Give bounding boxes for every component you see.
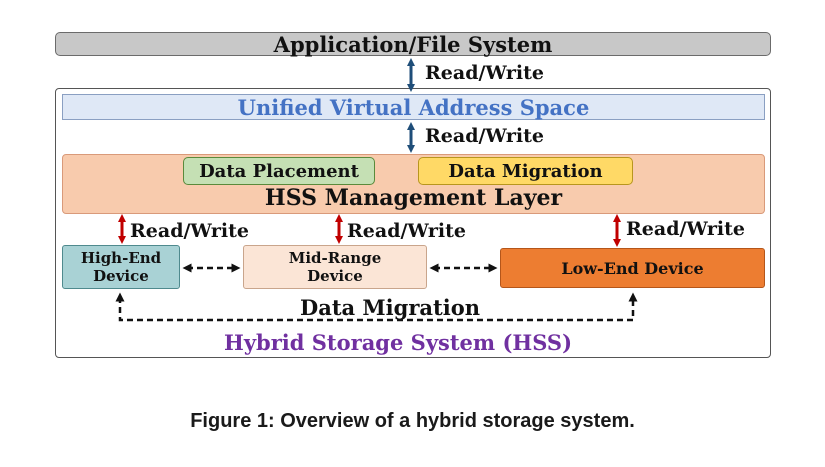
- data-migration-box-label: Data Migration: [448, 160, 603, 182]
- hss-system-label: Hybrid Storage System (HSS): [224, 330, 573, 355]
- read-write-label-mid: Read/Write: [347, 220, 466, 242]
- figure-caption: Figure 1: Overview of a hybrid storage s…: [190, 410, 635, 432]
- low-end-device: Low-End Device: [500, 248, 765, 288]
- dashed-migration-path: [115, 292, 638, 322]
- read-write-label-low: Read/Write: [626, 218, 745, 240]
- data-migration-label: Data Migration: [300, 295, 480, 320]
- high-end-device: High-End Device: [62, 245, 180, 289]
- data-placement-label: Data Placement: [199, 160, 359, 182]
- mid-range-device-label-line2: Device: [307, 267, 363, 285]
- application-layer-label: Application/File System: [273, 31, 553, 57]
- management-layer-label: HSS Management Layer: [264, 185, 563, 211]
- data-placement-box: Data Placement: [183, 157, 375, 185]
- read-write-label-app: Read/Write: [425, 62, 544, 84]
- hss-management-layer: HSS Management Layer: [62, 154, 765, 214]
- high-end-device-label-line2: Device: [93, 267, 149, 285]
- mid-range-device: Mid-Range Device: [243, 245, 427, 289]
- mid-range-device-label-line1: Mid-Range: [288, 249, 382, 267]
- application-file-system-layer: Application/File System: [55, 31, 771, 57]
- unified-space-label: Unified Virtual Address Space: [237, 94, 590, 120]
- low-end-device-label: Low-End Device: [561, 258, 704, 278]
- data-migration-box: Data Migration: [418, 157, 633, 185]
- read-write-label-high: Read/Write: [130, 220, 249, 242]
- high-end-device-label-line1: High-End: [80, 249, 162, 267]
- unified-virtual-address-space-layer: Unified Virtual Address Space: [62, 94, 765, 120]
- read-write-label-unified: Read/Write: [425, 125, 544, 147]
